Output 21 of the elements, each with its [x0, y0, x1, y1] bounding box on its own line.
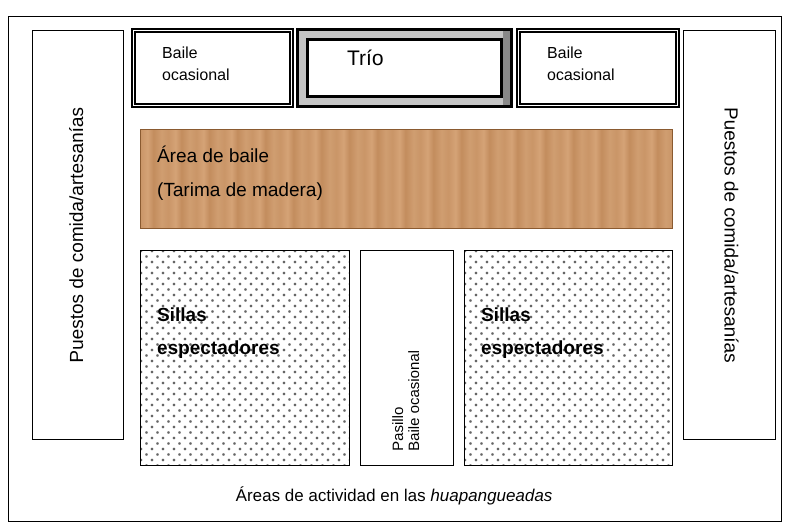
- area-label: Sillas espectadores: [157, 304, 281, 362]
- area-label: Baile ocasional: [547, 44, 616, 86]
- seating-area: [464, 250, 673, 466]
- area-label: Sillas espectadores: [481, 304, 605, 362]
- dance-area: [516, 28, 680, 108]
- stall-area: [683, 30, 776, 440]
- caption: Áreas de actividad en las huapangueadas: [234, 486, 554, 506]
- area-label: Puestos de comida/artesanías: [718, 107, 740, 363]
- dance-floor: [140, 129, 673, 229]
- dance-area: [131, 28, 294, 108]
- stall-area: [32, 30, 124, 440]
- area-label: Puestos de comida/artesanías: [67, 107, 89, 363]
- aisle-area: [360, 250, 454, 466]
- area-label: Baile ocasional: [407, 350, 424, 451]
- area-label: Pasillo: [390, 406, 407, 451]
- area-label: (Tarima de madera): [157, 179, 324, 204]
- area-label: Baile ocasional: [162, 44, 231, 86]
- area-label: Trío: [347, 47, 385, 71]
- area-label: Área de baile: [157, 144, 270, 169]
- seating-area: [140, 250, 350, 466]
- stage-box: [296, 28, 513, 108]
